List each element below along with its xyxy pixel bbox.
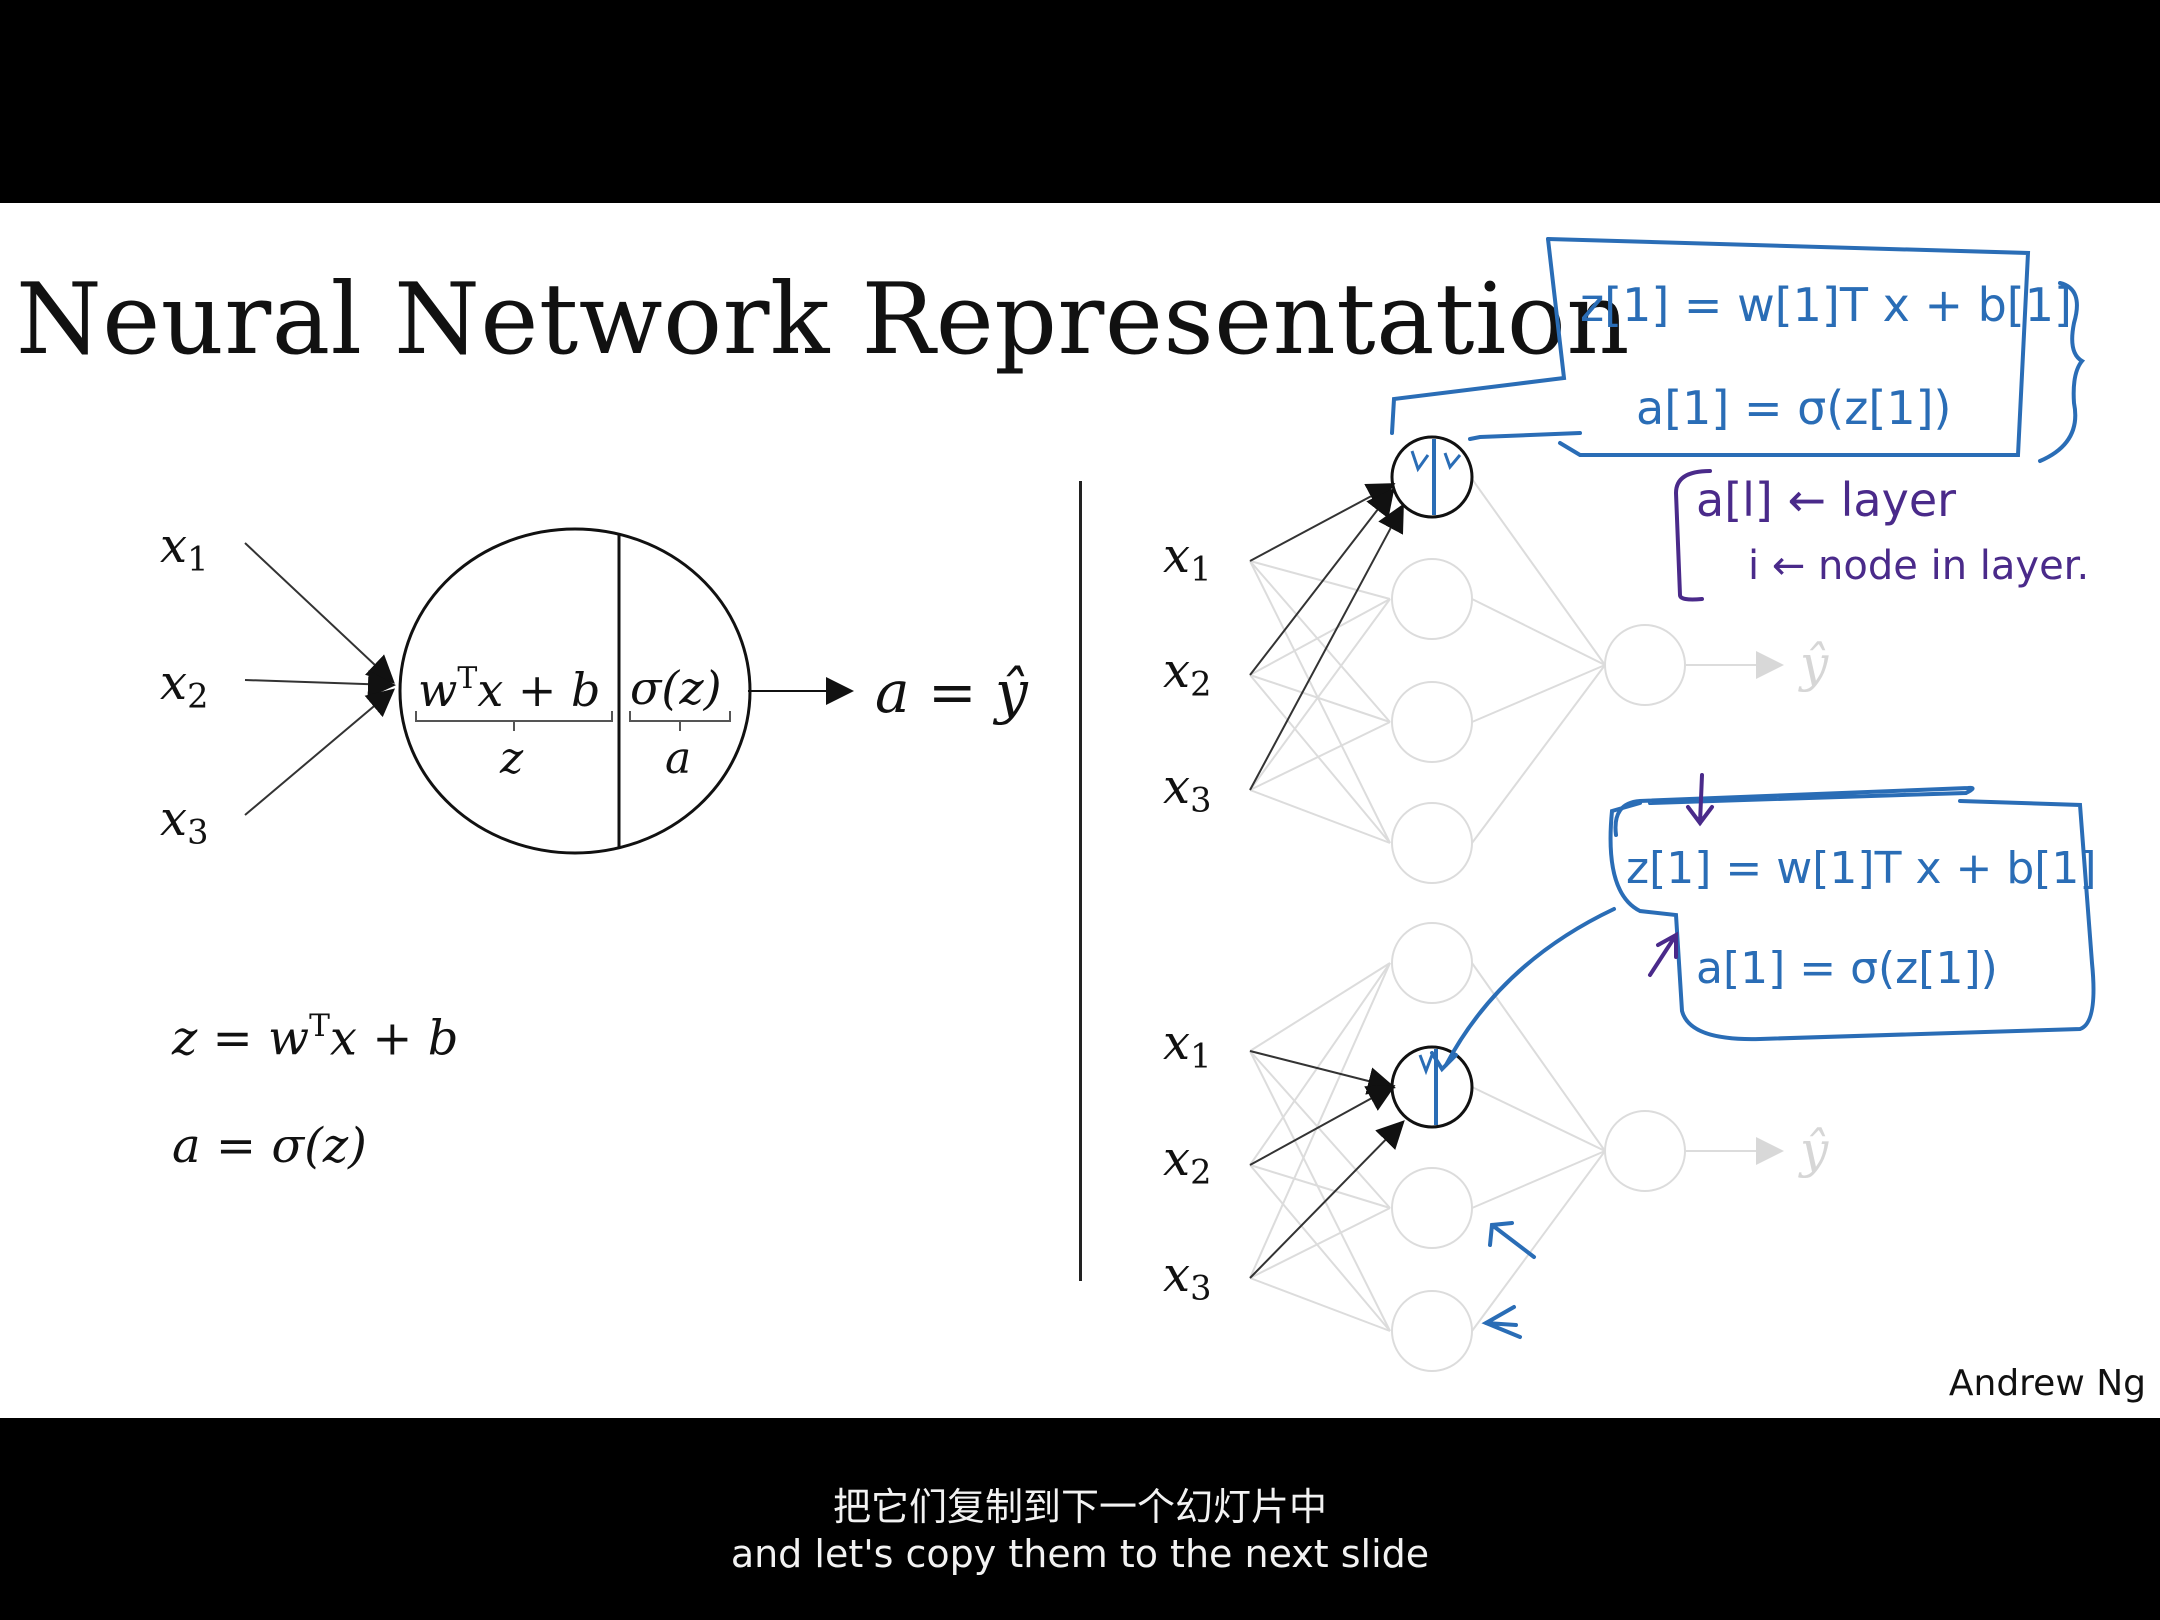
handwritten-notation-node: i ← node in layer. [1748,543,2090,589]
bottom-input-x1: x1 [1163,1015,1212,1076]
neuron-a-label: a [665,733,692,784]
top-input-x3: x3 [1163,759,1212,820]
neuron-linear-expression: wTx + b [418,661,601,717]
slide: Neural Network Representation [0,203,2160,1418]
bottom-input-x3: x3 [1163,1247,1212,1308]
bottom-input-x2: x2 [1163,1131,1212,1192]
equation-a: a = σ(z) [172,1118,367,1174]
highlighted-node-2 [1249,1045,1474,1279]
pointer-marks [1481,773,1714,1339]
subtitle-chinese: 把它们复制到下一个幻灯片中 [832,1485,1327,1529]
highlighted-node-1 [1249,435,1474,791]
slide-title: Neural Network Representation [16,263,1630,377]
handwritten-box-2 [1430,785,2096,1073]
handwritten-eq-a1: a[1] = σ(z[1]) [1636,381,1952,435]
notation-bracket [1673,469,1712,602]
neuron-z-label: z [500,733,524,784]
equation-z: z = wTx + b [172,1008,459,1067]
top-output-yhat: ŷ [1800,635,1829,693]
left-input-x1: x1 [160,518,209,579]
slide-divider [1079,481,1082,1281]
linear-brace [415,711,613,731]
handwritten-notation-layer: a[l] ← layer [1696,473,1957,527]
left-input-x2: x2 [160,655,209,716]
subtitle-bar: 把它们复制到下一个幻灯片中 and let's copy them to the… [0,1418,2160,1620]
handwritten-eq-a2: a[1] = σ(z[1]) [1696,943,1998,994]
faint-network-top [1249,478,1784,884]
activation-brace [629,711,731,731]
input-edge-2 [244,670,396,699]
neuron-activation-expression: σ(z) [630,661,722,715]
input-edge-3 [244,688,396,816]
faint-network-bottom [1249,922,1784,1372]
handwritten-box-1 [1390,237,2086,463]
bottom-output-yhat: ŷ [1800,1121,1829,1179]
input-edge-1 [244,542,395,684]
handwritten-eq-z1: z[1] = w[1]T x + b[1] [1580,278,2072,332]
top-input-x1: x1 [1163,528,1212,589]
subtitle-english: and let's copy them to the next slide [730,1532,1430,1576]
single-neuron-diagram [244,237,2096,1372]
handwritten-eq-z2: z[1] = w[1]T x + b[1] [1626,843,2097,894]
left-input-x3: x3 [160,791,209,852]
neuron-output: a = ŷ [875,658,1028,726]
author-credit: Andrew Ng [1948,1363,2146,1404]
video-letterbox-top [0,0,2160,203]
top-input-x2: x2 [1163,643,1212,704]
